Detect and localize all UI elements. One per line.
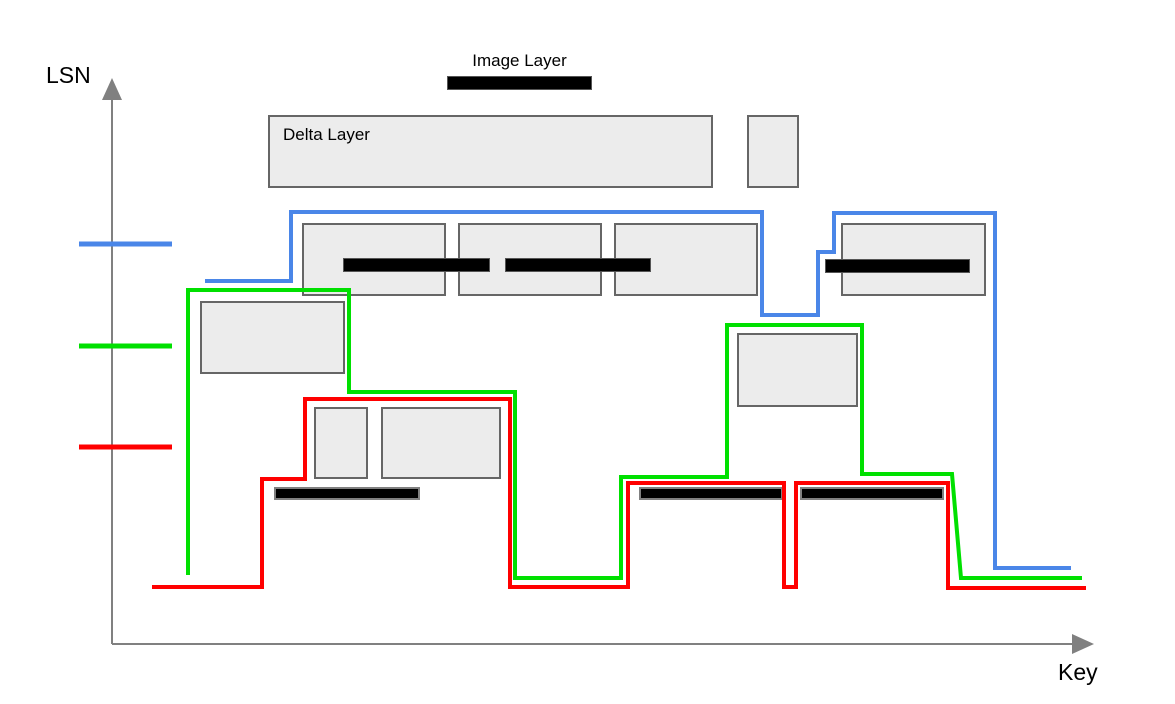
image-layer-bar xyxy=(639,487,783,500)
delta-layer-box-main: Delta Layer xyxy=(268,115,713,188)
delta-layer-box xyxy=(381,407,501,479)
delta-layer-caption: Delta Layer xyxy=(283,125,370,144)
lsn-axis-label: LSN xyxy=(46,62,91,88)
image-layer-bar xyxy=(800,487,944,500)
image-layer-caption: Image Layer xyxy=(472,51,567,70)
key-axis-label: Key xyxy=(1058,659,1098,685)
delta-layer-box xyxy=(200,301,345,374)
image-layer-bar xyxy=(343,258,490,272)
delta-layer-box xyxy=(737,333,858,407)
image-layer-bar xyxy=(505,258,651,272)
delta-layer-box-small xyxy=(747,115,799,188)
delta-layer-box xyxy=(314,407,368,479)
image-layer-bar xyxy=(274,487,420,500)
image-layer-bar xyxy=(825,259,970,273)
image-layer-legend-bar xyxy=(447,76,592,90)
